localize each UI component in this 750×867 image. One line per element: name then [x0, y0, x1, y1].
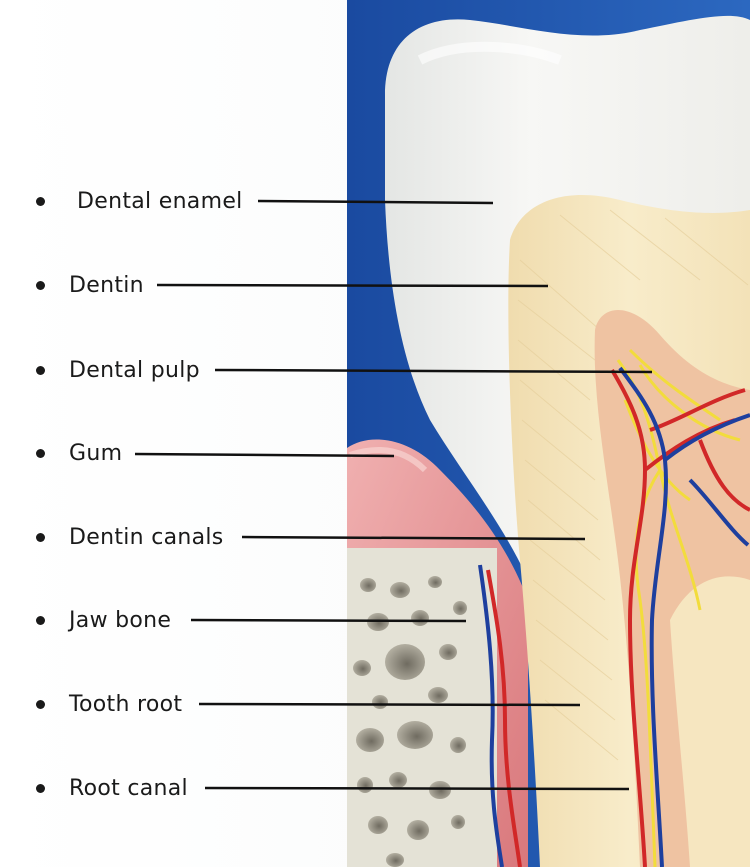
bullet-icon [36, 700, 45, 709]
label-dentin-canals: Dentin canals [69, 524, 224, 550]
label-gum: Gum [69, 440, 123, 466]
bullet-icon [36, 616, 45, 625]
artery-vessels [486, 368, 750, 867]
label-jaw-bone: Jaw bone [69, 607, 172, 633]
inner-dentin-root [670, 576, 750, 867]
gum-highlight [349, 447, 428, 473]
vein-vessels [478, 366, 750, 867]
label-root-canal: Root canal [69, 775, 188, 801]
bullet-icon [36, 281, 45, 290]
bullet-icon [36, 784, 45, 793]
bullet-icon [36, 449, 45, 458]
jaw-bone-shape [347, 548, 497, 867]
label-dentin: Dentin [69, 272, 144, 298]
bullet-icon [36, 197, 45, 206]
gum-shape [347, 439, 528, 867]
bullet-icon [36, 366, 45, 375]
label-dental-pulp: Dental pulp [69, 357, 200, 383]
enamel-shine [417, 41, 562, 65]
dentin-canal-lines [517, 209, 749, 761]
label-tooth-root: Tooth root [69, 691, 183, 717]
bullet-icon [36, 533, 45, 542]
label-dental-enamel: Dental enamel [77, 188, 243, 214]
